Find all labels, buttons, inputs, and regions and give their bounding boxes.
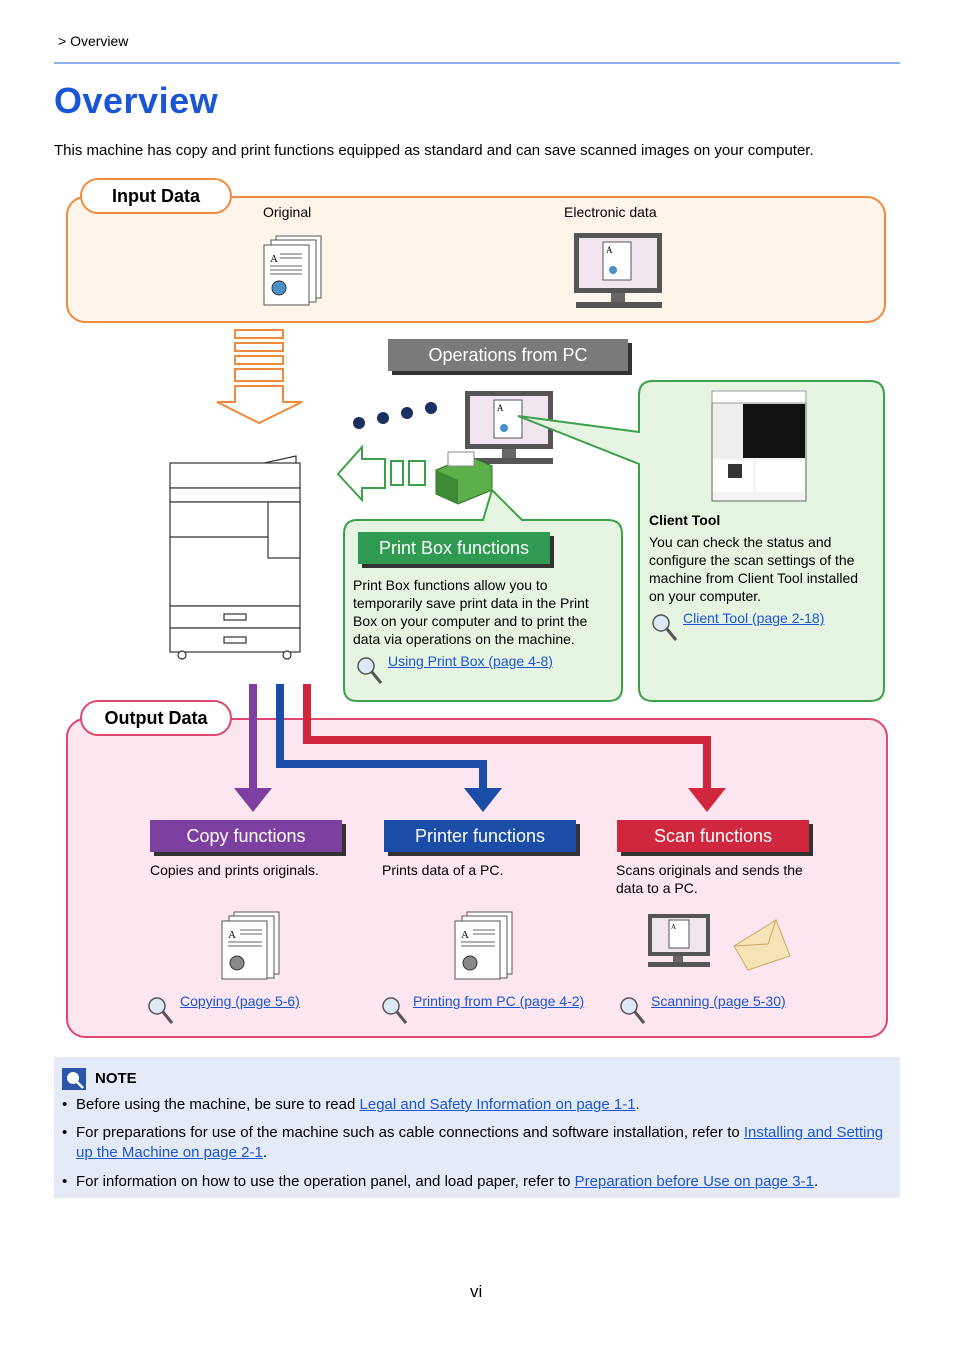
copy-functions-button[interactable]: Copy functions xyxy=(150,820,342,852)
print-box-left-arrow xyxy=(336,444,426,503)
printer-arrow-line xyxy=(276,684,487,790)
printer-functions-button[interactable]: Printer functions xyxy=(384,820,576,852)
legal-safety-link[interactable]: Legal and Safety Information on page 1-1 xyxy=(359,1096,636,1113)
svg-text:A: A xyxy=(270,253,278,265)
note-item-after: . xyxy=(262,1144,267,1161)
using-print-box-link[interactable]: Using Print Box (page 4-8) xyxy=(388,653,553,669)
client-tool-title: Client Tool xyxy=(649,512,721,528)
printing-from-pc-link[interactable]: Printing from PC (page 4-2) xyxy=(413,993,585,1009)
page-title: Overview xyxy=(54,80,219,121)
note-item-text: For preparations for use of the machine … xyxy=(76,1124,744,1141)
pc-monitor-icon: A xyxy=(465,391,553,464)
installing-setup-link[interactable]: Installing and Setting up the Machine on… xyxy=(76,1124,884,1161)
copy-magnifier-icon xyxy=(146,995,174,1025)
input-data-panel xyxy=(66,196,886,323)
svg-text:A: A xyxy=(461,929,469,941)
input-data-label: Input Data xyxy=(80,178,232,214)
scanning-link[interactable]: Scanning (page 5-30) xyxy=(651,993,786,1009)
print-box-description: Print Box functions allow you to tempora… xyxy=(353,577,589,647)
scan-functions-button[interactable]: Scan functions xyxy=(617,820,809,852)
operations-from-pc-button[interactable]: Operations from PC xyxy=(388,339,628,371)
electronic-data-label: Electronic data xyxy=(564,204,657,220)
svg-text:A: A xyxy=(671,923,676,931)
client-tool-link[interactable]: Client Tool (page 2-18) xyxy=(683,610,825,626)
copy-arrowhead xyxy=(234,788,272,812)
printer-description: Prints data of a PC. xyxy=(382,862,504,878)
input-down-arrow xyxy=(216,329,303,425)
header-rule xyxy=(54,62,900,64)
output-data-label: Output Data xyxy=(80,700,232,736)
scan-arrow-line xyxy=(303,684,711,790)
note-item-after: . xyxy=(635,1096,640,1113)
client-tool-screenshot-icon xyxy=(711,390,807,502)
client-tool-magnifier-icon xyxy=(650,612,678,642)
note-box xyxy=(54,1057,900,1198)
connection-dots xyxy=(353,402,437,429)
copying-link[interactable]: Copying (page 5-6) xyxy=(180,993,300,1009)
scan-magnifier-icon xyxy=(618,995,646,1025)
page-number: vi xyxy=(470,1282,483,1301)
svg-text:A: A xyxy=(228,929,236,941)
svg-text:A: A xyxy=(497,403,504,413)
copy-document-icon: A xyxy=(221,911,280,980)
breadcrumb[interactable]: > Overview xyxy=(58,33,129,49)
original-document-icon: A xyxy=(263,235,322,306)
mfp-machine-icon xyxy=(169,455,301,660)
printer-arrowhead xyxy=(464,788,502,812)
print-box-magnifier-icon xyxy=(355,655,383,685)
scan-arrowhead xyxy=(688,788,726,812)
scan-description: Scans originals and sends the data to a … xyxy=(616,862,803,896)
note-item-text: For information on how to use the operat… xyxy=(76,1173,575,1190)
bullet-dot: • xyxy=(62,1096,68,1113)
printer-magnifier-icon xyxy=(380,995,408,1025)
note-icon xyxy=(62,1068,86,1090)
bullet-dot: • xyxy=(62,1173,68,1190)
note-heading: NOTE xyxy=(95,1070,137,1087)
svg-text:A: A xyxy=(606,245,613,255)
note-item-text: Before using the machine, be sure to rea… xyxy=(76,1096,360,1113)
overview-diagram: A A xyxy=(66,196,888,1038)
original-label: Original xyxy=(263,204,312,220)
scan-monitor-icon: A xyxy=(648,914,710,967)
copy-description: Copies and prints originals. xyxy=(150,862,319,878)
electronic-data-monitor-icon: A xyxy=(574,233,662,308)
printer-document-icon: A xyxy=(454,911,513,980)
print-box-functions-button[interactable]: Print Box functions xyxy=(358,532,550,564)
note-item-after: . xyxy=(813,1173,819,1190)
preparation-before-use-link[interactable]: Preparation before Use on page 3-1 xyxy=(574,1173,814,1190)
envelope-icon xyxy=(733,919,791,971)
bullet-dot: • xyxy=(62,1124,68,1141)
intro-text: This machine has copy and print function… xyxy=(54,142,814,159)
client-tool-description: You can check the status and configure t… xyxy=(649,534,859,604)
